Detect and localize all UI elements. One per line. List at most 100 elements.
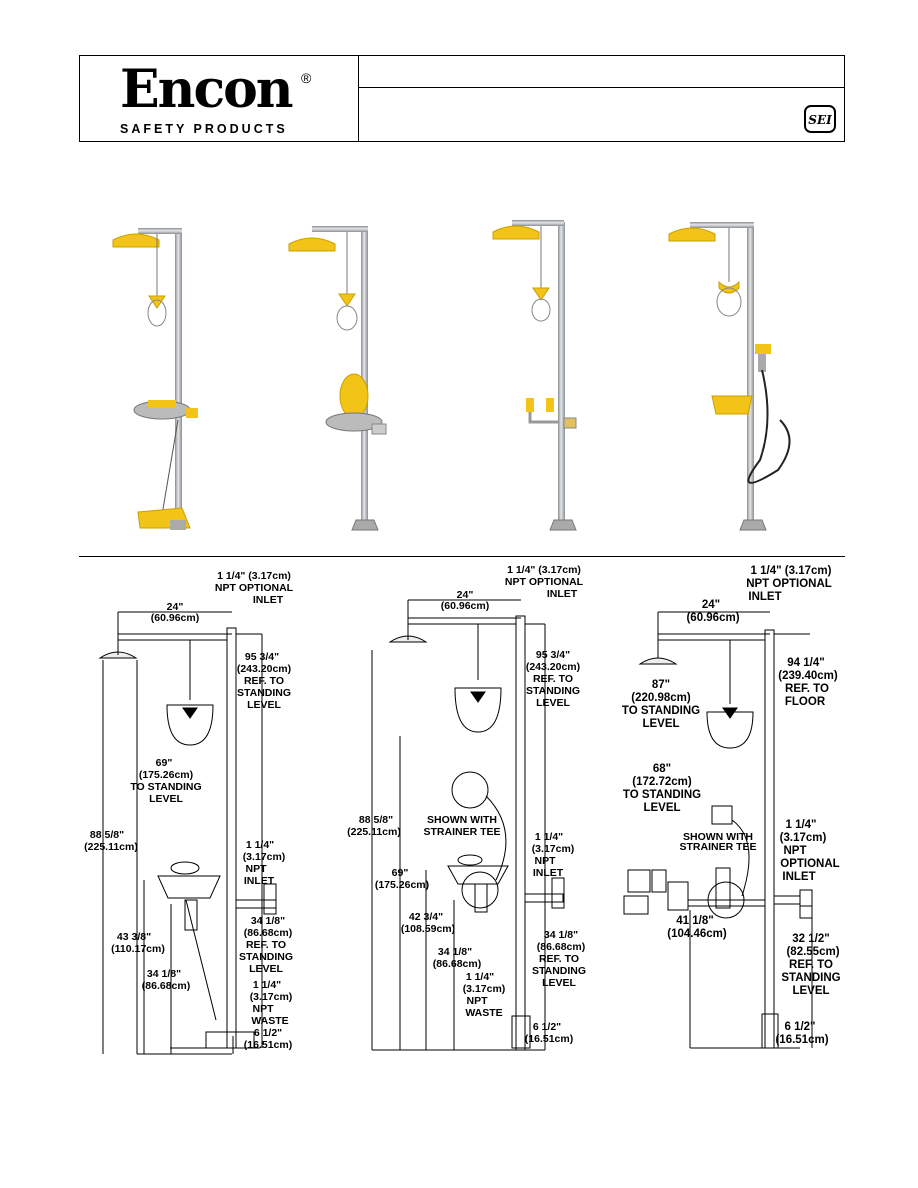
registered-mark: ® [301, 70, 312, 86]
d3-arm-in: 24" [702, 599, 720, 611]
d1-bowl-in: 43 3/8" [117, 931, 151, 943]
d2-inlet-height-standing: STANDING [532, 965, 586, 977]
d3-side-inlet-in: 1 1/4" [785, 819, 816, 831]
svg-text:SEI: SEI [808, 113, 832, 127]
d1-side-inlet-label: INLET [244, 875, 275, 887]
d3-height-in: 94 1/4" [787, 657, 824, 669]
d2-inlet-size: 1 1/4" (3.17cm) [507, 564, 581, 576]
d1-inlet-height-standing: STANDING [239, 951, 293, 963]
dimension-drawing-3-lines [623, 611, 813, 1049]
d3-head-ref: TO STANDING [622, 705, 700, 717]
d2-height-level: LEVEL [536, 697, 570, 709]
dimension-drawing-2-labels: 1 1/4" (3.17cm) NPT OPTIONAL INLET 24" (… [347, 564, 586, 1045]
d1-height-ref: REF. TO [244, 675, 284, 687]
d3-head-level: LEVEL [642, 718, 679, 730]
d1-waste-in: 1 1/4" [253, 979, 281, 991]
d3-side-inlet-label: INLET [782, 871, 815, 883]
d2-inlet-type: NPT OPTIONAL [505, 576, 584, 588]
sei-certification-icon: SEI [804, 105, 836, 133]
d1-height-level: LEVEL [247, 699, 281, 711]
d2-inlet-height-level: LEVEL [542, 977, 576, 989]
d2-base-cm: (16.51cm) [525, 1033, 573, 1045]
brand-logo: Encon [120, 59, 294, 120]
d1-pull-cm: (175.26cm) [139, 769, 193, 781]
d1-inlet-size: 1 1/4" (3.17cm) [217, 570, 291, 582]
d3-inlet-height-level: LEVEL [792, 985, 829, 997]
d3-head-in: 87" [652, 679, 670, 691]
d3-base-cm: (16.51cm) [775, 1034, 828, 1046]
d1-height-cm: (243.20cm) [237, 663, 291, 675]
dimension-drawing-1-lines [98, 611, 277, 1055]
d2-arm-in: 24" [457, 589, 474, 601]
header-divider [358, 87, 844, 88]
d2-height-in: 95 3/4" [536, 649, 570, 661]
d1-inlet-height-level: LEVEL [249, 963, 283, 975]
d1-arm-in: 24" [167, 601, 184, 613]
dimension-drawing-2-lines [371, 599, 565, 1051]
d3-height-ref: REF. TO [785, 683, 829, 695]
d1-base-cm: (16.51cm) [244, 1039, 292, 1051]
d2-bowl-base-in: 34 1/8" [438, 946, 472, 958]
d2-waste-label: WASTE [465, 1007, 502, 1019]
d1-waste-npt: NPT [253, 1003, 275, 1015]
section-divider [79, 556, 845, 557]
d3-height-cm: (239.40cm) [778, 670, 838, 682]
d1-base-in: 6 1/2" [254, 1027, 282, 1039]
d1-side-inlet-in: 1 1/4" [246, 839, 274, 851]
dimension-drawing-3-labels: 1 1/4" (3.17cm) NPT OPTIONAL INLET 24" (… [622, 565, 841, 1046]
d1-pull-level: LEVEL [149, 793, 183, 805]
d3-inlet-height-in: 32 1/2" [792, 933, 829, 945]
product-photo-2 [288, 226, 387, 531]
d2-height-cm: (243.20cm) [526, 661, 580, 673]
d3-pull-level: LEVEL [643, 802, 680, 814]
d1-arm-cm: (60.96cm) [151, 612, 199, 624]
d1-inlet-type: NPT OPTIONAL [215, 582, 294, 594]
d2-pull-cm: (175.26cm) [375, 879, 429, 891]
d2-inlet-label: INLET [547, 588, 578, 600]
d3-inlet-label: INLET [748, 591, 781, 603]
d2-pull-in: 69" [392, 867, 409, 879]
d1-side-inlet-cm: (3.17cm) [243, 851, 286, 863]
d3-strainer-line1: SHOWN WITH [683, 831, 753, 843]
d3-side-inlet-npt: NPT [784, 845, 807, 857]
d3-inlet-type: NPT OPTIONAL [746, 578, 832, 590]
d2-inlet-height-cm: (86.68cm) [537, 941, 585, 953]
d2-side-inlet-cm: (3.17cm) [532, 843, 575, 855]
d1-inlet-height-cm: (86.68cm) [244, 927, 292, 939]
d3-side-inlet-cm: (3.17cm) [780, 832, 827, 844]
d3-inlet-size: 1 1/4" (3.17cm) [751, 565, 832, 577]
product-photo-1 [112, 228, 198, 530]
d2-side-inlet-npt: NPT [535, 855, 557, 867]
d1-inlet-label: INLET [253, 594, 284, 606]
dimension-drawing-1-labels: 1 1/4" (3.17cm) NPT OPTIONAL INLET 24" (… [84, 570, 294, 1051]
d3-pull-in: 68" [653, 763, 671, 775]
d3-arm-cm: (60.96cm) [686, 612, 739, 624]
d3-pull-cm: (172.72cm) [632, 776, 692, 788]
d2-height-ref: REF. TO [533, 673, 573, 685]
product-photos [112, 220, 791, 531]
d3-bowl-cm: (104.46cm) [667, 928, 727, 940]
d1-overall-cm: (225.11cm) [84, 841, 138, 853]
d2-waste-in: 1 1/4" [466, 971, 494, 983]
document-header: Encon ® SAFETY PRODUCTS SEI [79, 55, 845, 142]
d3-strainer-line2: STRAINER TEE [679, 841, 756, 853]
product-photo-4 [668, 222, 791, 531]
d2-side-inlet-in: 1 1/4" [535, 831, 563, 843]
d3-inlet-height-cm: (82.55cm) [786, 946, 839, 958]
d3-bowl-in: 41 1/8" [676, 915, 713, 927]
d2-waste-npt: NPT [467, 995, 489, 1007]
d2-inlet-height-ref: REF. TO [539, 953, 579, 965]
d1-waste-label: WASTE [251, 1015, 288, 1027]
product-photo-3 [492, 220, 577, 531]
d2-strainer-line1: SHOWN WITH [427, 814, 497, 826]
d2-inlet-height-in: 34 1/8" [544, 929, 578, 941]
brand-tagline: SAFETY PRODUCTS [120, 122, 288, 136]
d1-pull-ref: TO STANDING [130, 781, 201, 793]
d1-bowl-base-cm: (86.68cm) [142, 980, 190, 992]
d2-bowl-base-cm: (86.68cm) [433, 958, 481, 970]
d2-bowl-in: 42 3/4" [409, 911, 443, 923]
d3-head-cm: (220.98cm) [631, 692, 691, 704]
d1-height-in: 95 3/4" [245, 651, 279, 663]
d3-inlet-height-ref: REF. TO [789, 959, 833, 971]
